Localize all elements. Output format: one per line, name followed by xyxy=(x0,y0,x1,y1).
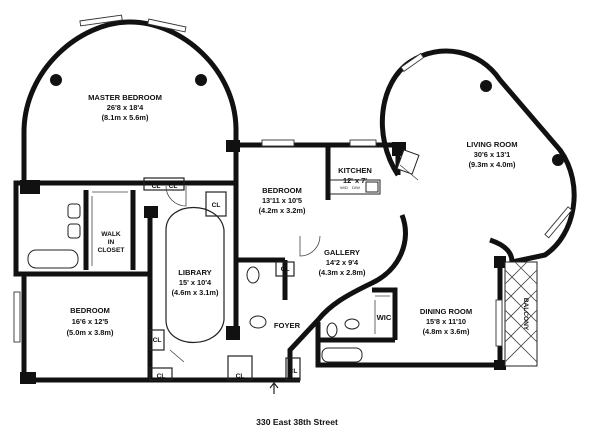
room-name: FOYER xyxy=(274,321,301,330)
sink-round xyxy=(249,315,267,329)
closet-label: CL xyxy=(157,373,166,380)
room-name: LIBRARY xyxy=(178,268,211,277)
window xyxy=(544,206,573,239)
closet-label: CL xyxy=(212,202,221,209)
room-name: MASTER BEDROOM xyxy=(88,93,162,102)
window xyxy=(79,14,123,27)
room-dims: 26'8 x 18'4 xyxy=(107,103,144,112)
column-round xyxy=(50,74,62,86)
columns xyxy=(20,74,564,384)
closet-label: CL xyxy=(152,183,161,190)
washer-dryer-label: W/D xyxy=(340,185,348,190)
column-round xyxy=(480,80,492,92)
closet-box xyxy=(143,177,185,191)
wic-shelves xyxy=(374,295,390,334)
master-bedroom-arch-wall xyxy=(21,19,239,183)
closet-labels: CL CL CL CL CL CL CL CL xyxy=(152,183,298,380)
column xyxy=(226,140,240,152)
room-dims: 16'6 x 12'5 xyxy=(72,317,108,326)
closet-label: CL xyxy=(289,368,298,375)
walk-in-closet-shelves xyxy=(91,191,128,266)
window xyxy=(147,18,187,33)
room-metric: (4.8m x 3.6m) xyxy=(423,327,470,336)
room-dims: 15'8 x 11'10 xyxy=(426,317,466,326)
dining-top-curve xyxy=(489,237,515,263)
room-name: DINING ROOM xyxy=(420,307,472,316)
column xyxy=(20,372,36,384)
room-labels: MASTER BEDROOM 26'8 x 18'4 (8.1m x 5.6m)… xyxy=(67,93,529,337)
room-metric: (9.3m x 4.0m) xyxy=(469,160,516,169)
room-name: LIVING ROOM xyxy=(466,140,517,149)
living-room-wall xyxy=(379,48,577,265)
room-name: KITCHEN xyxy=(338,166,372,175)
room-name: IN xyxy=(108,239,115,246)
room-dims: 14'2 x 9'4 xyxy=(326,258,359,267)
door-swing xyxy=(165,185,187,207)
balcony-hatch xyxy=(504,261,538,363)
closet-box xyxy=(149,367,173,381)
closet-label: CL xyxy=(236,373,245,380)
entry-arrow-icon xyxy=(269,382,279,394)
toilet xyxy=(246,266,260,284)
room-name: BEDROOM xyxy=(262,186,302,195)
windows xyxy=(13,14,573,347)
window xyxy=(13,291,21,343)
appliance-labels: W/D D/W xyxy=(340,185,360,190)
column xyxy=(226,326,240,340)
room-name: CLOSET xyxy=(98,247,125,254)
left-exterior-wall xyxy=(13,180,196,383)
door-swing xyxy=(299,235,321,257)
bathtub xyxy=(321,347,363,363)
room-name: BEDROOM xyxy=(70,306,110,315)
column xyxy=(494,256,506,268)
room-metric: (5.0m x 3.8m) xyxy=(67,328,114,337)
room-dims: 13'11 x 10'5 xyxy=(262,196,302,205)
room-metric: (4.3m x 2.8m) xyxy=(319,268,366,277)
room-name: WALK xyxy=(101,231,121,238)
room-metric: (8.1m x 5.6m) xyxy=(102,113,149,122)
room-name: GALLERY xyxy=(324,248,360,257)
dishwasher-label: D/W xyxy=(352,185,360,190)
room-name: BALCONY xyxy=(522,298,529,331)
closet-box xyxy=(227,355,253,381)
sink xyxy=(67,203,81,219)
column-round xyxy=(195,74,207,86)
column-round xyxy=(552,154,564,166)
address-caption: 330 East 38th Street xyxy=(256,417,338,427)
window xyxy=(261,139,295,147)
column xyxy=(494,360,506,370)
room-metric: (4.2m x 3.2m) xyxy=(259,206,306,215)
interior-details xyxy=(27,149,538,381)
sink-round xyxy=(344,318,360,330)
room-name: WIC xyxy=(377,313,392,322)
closet-box xyxy=(149,329,165,351)
fridge xyxy=(396,149,420,175)
door-swing xyxy=(169,349,185,363)
door-swing xyxy=(399,164,419,181)
kitchen-sink xyxy=(365,181,379,193)
sink xyxy=(67,223,81,239)
window xyxy=(400,52,425,72)
closet-label: CL xyxy=(281,266,290,273)
library-oval xyxy=(165,207,225,343)
column xyxy=(20,180,40,194)
room-dims: 30'6 x 13'1 xyxy=(474,150,510,159)
bath-dining-wall xyxy=(318,287,398,343)
closet-box xyxy=(205,191,227,217)
gallery-curve-wall xyxy=(287,214,408,380)
room-metric: (4.6m x 3.1m) xyxy=(172,288,219,297)
bathtub xyxy=(27,249,79,269)
closet-label: CL xyxy=(169,183,178,190)
room-dims: 12' x 7' xyxy=(343,176,367,185)
room-dims: 15' x 10'4 xyxy=(179,278,212,287)
closet-box xyxy=(275,261,295,277)
column xyxy=(144,206,158,218)
closet-label: CL xyxy=(153,337,162,344)
window xyxy=(349,139,377,147)
window xyxy=(495,299,503,347)
toilet xyxy=(326,322,338,338)
balcony-frame xyxy=(504,261,538,367)
closet-box xyxy=(285,357,301,381)
